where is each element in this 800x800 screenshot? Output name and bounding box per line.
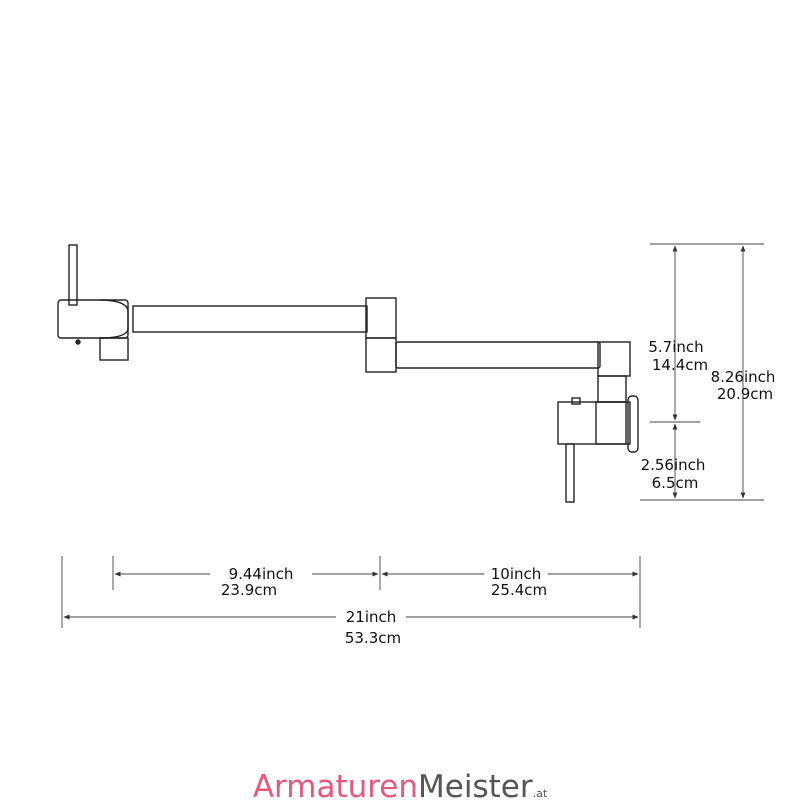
horizontal-dimensions (61, 556, 641, 628)
overall-inch-label: 21inch (346, 608, 397, 626)
spout-aerator (99, 337, 129, 361)
brand-logo-part1: Armaturen (253, 769, 418, 800)
middle-joint-upper (365, 297, 397, 339)
spout-joint (99, 299, 129, 339)
arm-second-cm-label: 25.4cm (491, 581, 547, 599)
valve-body (557, 401, 631, 445)
rise-total-cm-label: 20.9cm (717, 385, 773, 403)
brand-logo-part2: Meister (418, 769, 533, 800)
right-elbow-upper (597, 341, 631, 377)
vertical-dimensions (640, 243, 764, 501)
second-arm (395, 341, 601, 369)
rise-upper-inch-label: 5.7inch (648, 338, 703, 356)
rise-upper-cm-label: 14.4cm (652, 356, 708, 374)
valve-housing (595, 401, 627, 445)
valve-pin (571, 397, 581, 405)
spout-body (57, 299, 129, 339)
dimension-labels: 5.7inch 14.4cm 8.26inch 20.9cm 2.56inch … (221, 338, 776, 647)
arm-second-inch-label: 10inch (491, 565, 542, 583)
left-lever-handle (68, 244, 78, 306)
brand-logo: ArmaturenMeister.at (253, 769, 548, 800)
pot-filler-faucet-drawing (57, 244, 639, 503)
rise-lower-cm-label: 6.5cm (652, 474, 699, 492)
first-arm (132, 305, 368, 333)
arm-first-cm-label: 23.9cm (221, 581, 277, 599)
rise-lower-inch-label: 2.56inch (641, 456, 706, 474)
right-elbow-lower (597, 375, 627, 403)
brand-logo-suffix: .at (533, 787, 548, 800)
overall-cm-label: 53.3cm (345, 629, 401, 647)
wall-flange (627, 395, 639, 453)
arm-first-inch-label: 9.44inch (229, 565, 294, 583)
lower-lever-handle (565, 443, 575, 503)
rise-total-inch-label: 8.26inch (711, 368, 776, 386)
spout-screw (75, 339, 81, 345)
middle-joint-lower (365, 337, 397, 373)
